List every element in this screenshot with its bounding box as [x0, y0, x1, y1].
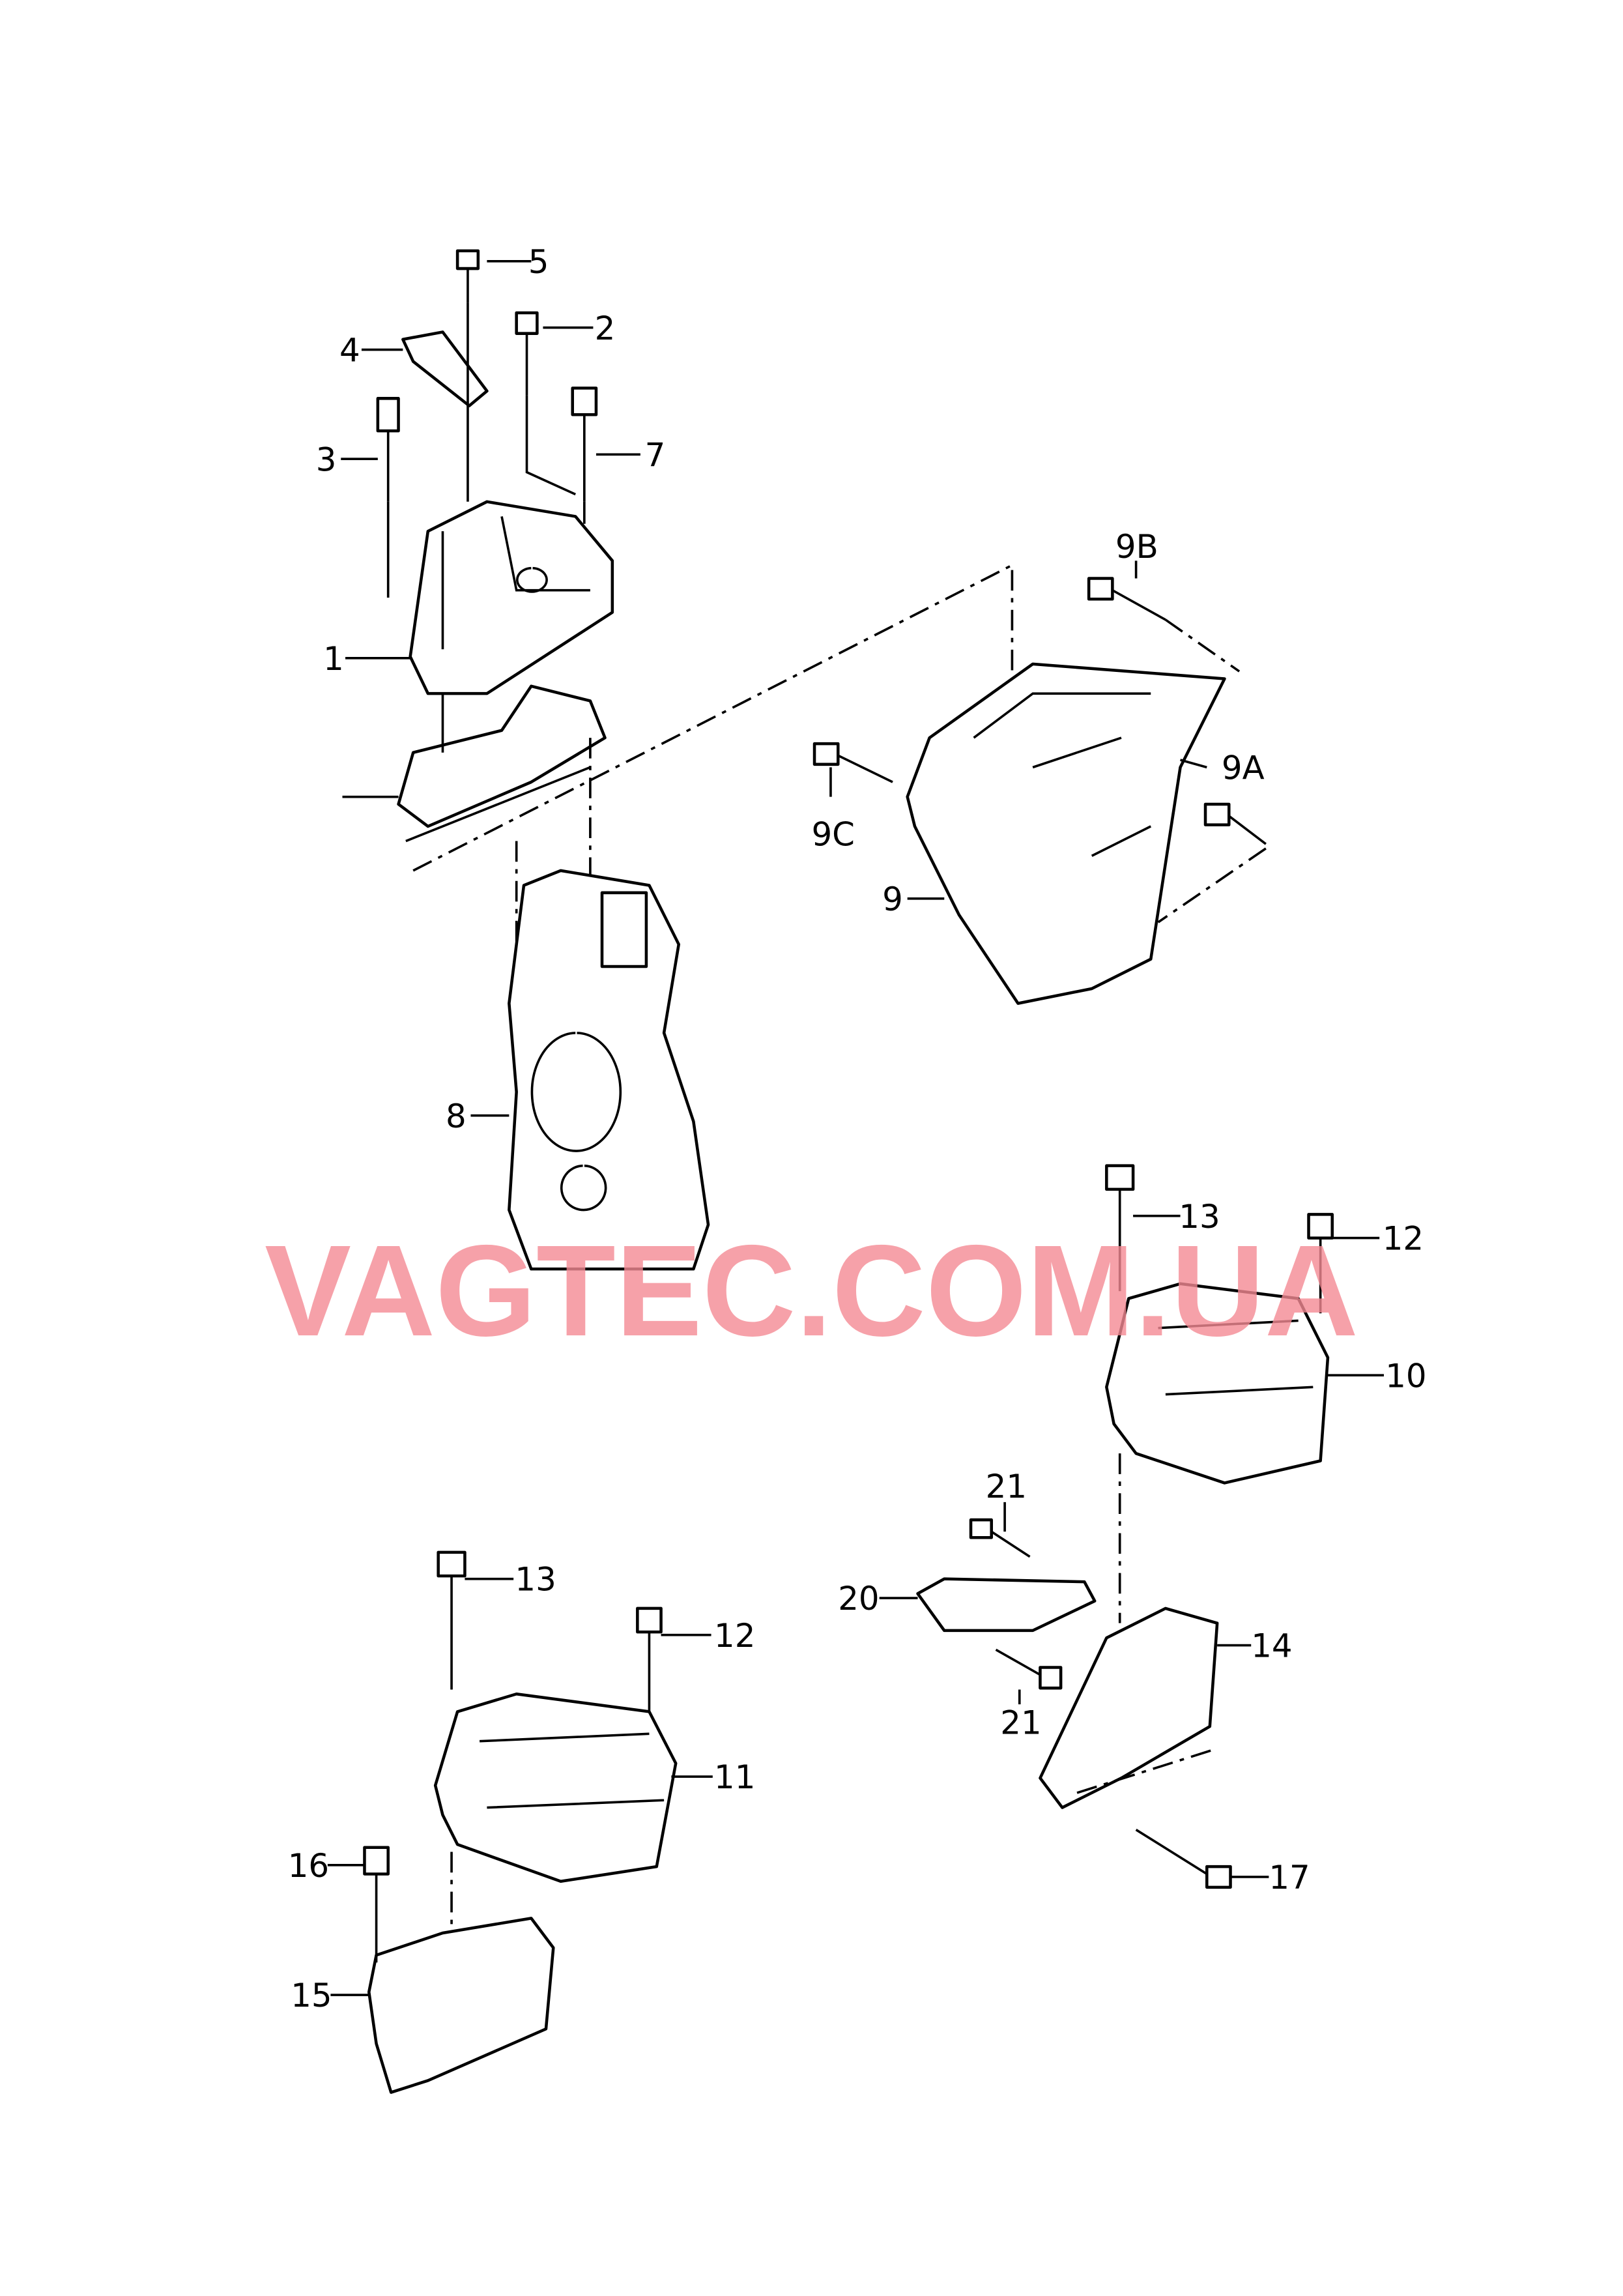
subframe-bracket [397, 684, 607, 828]
callout-2[interactable]: 2 [595, 310, 616, 347]
callout-9b[interactable]: 9B [1115, 528, 1158, 566]
callout-21-upper[interactable]: 21 [986, 1468, 1027, 1505]
callout-21-lower[interactable]: 21 [1000, 1704, 1041, 1741]
callout-17[interactable]: 17 [1269, 1859, 1310, 1896]
bolt-2[interactable] [515, 311, 539, 396]
callout-12-lower[interactable]: 12 [714, 1617, 755, 1655]
callout-4[interactable]: 4 [339, 332, 360, 370]
callout-13-upper[interactable]: 13 [1179, 1198, 1220, 1236]
callout-8[interactable]: 8 [446, 1097, 467, 1135]
callout-3[interactable]: 3 [316, 441, 337, 478]
part-10-transmission-mount[interactable] [1105, 1282, 1330, 1485]
callout-13-lower[interactable]: 13 [515, 1561, 556, 1599]
callout-10[interactable]: 10 [1385, 1357, 1426, 1395]
bolt-13-lower[interactable] [437, 1550, 467, 1690]
bolt-17[interactable] [1135, 1828, 1232, 1889]
bolt-5[interactable] [455, 249, 480, 303]
callout-7[interactable]: 7 [645, 436, 666, 474]
bolt-9b[interactable] [1087, 577, 1166, 621]
part-11-transmission-mount[interactable] [433, 1692, 678, 1883]
bolt-21-upper[interactable] [969, 1518, 1031, 1558]
part-15-bracket[interactable] [367, 1917, 555, 2094]
callout-20[interactable]: 20 [838, 1580, 879, 1618]
bolt-12-upper[interactable] [1307, 1213, 1334, 1314]
callout-15[interactable]: 15 [291, 1977, 332, 2014]
bolt-7[interactable] [571, 386, 598, 502]
callout-16[interactable]: 16 [288, 1847, 329, 1885]
callout-5[interactable]: 5 [528, 243, 549, 281]
bolt-3[interactable] [376, 397, 400, 502]
part-1-engine-mount[interactable] [409, 500, 614, 695]
bolt-13-upper[interactable] [1105, 1164, 1135, 1292]
callout-14[interactable]: 14 [1251, 1627, 1292, 1665]
bolt-21-lower[interactable] [995, 1648, 1063, 1690]
part-9-bracket[interactable] [906, 662, 1226, 1005]
watermark: VAGTEC.COM.UA [265, 1219, 1358, 1363]
part-20-link[interactable] [916, 1577, 1097, 1633]
part-14-bracket[interactable] [1039, 1606, 1219, 1809]
part-8-timing-cover[interactable] [508, 869, 710, 1271]
callout-9a[interactable]: 9A [1222, 749, 1265, 787]
bolt-9c[interactable] [812, 742, 893, 783]
bolt-12-lower[interactable] [636, 1606, 663, 1712]
bolt-16[interactable] [363, 1846, 390, 1963]
part-4-bracket[interactable] [401, 330, 489, 407]
callout-9[interactable]: 9 [882, 880, 903, 918]
callout-11[interactable]: 11 [714, 1758, 755, 1796]
callout-1[interactable]: 1 [323, 640, 344, 678]
bolt-9a[interactable] [1203, 802, 1267, 845]
callout-12-upper[interactable]: 12 [1383, 1220, 1424, 1258]
callout-9c[interactable]: 9C [812, 815, 855, 853]
